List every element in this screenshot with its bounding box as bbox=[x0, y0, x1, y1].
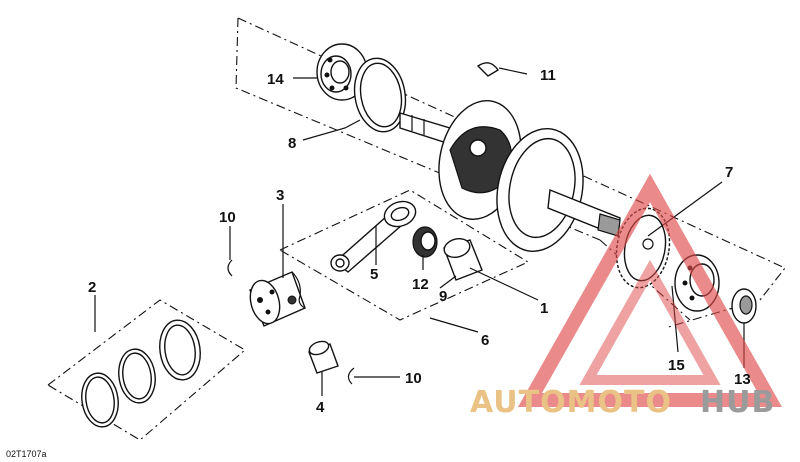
callout-14: 14 bbox=[267, 71, 284, 88]
callout-8: 8 bbox=[288, 135, 296, 152]
seal-ring-8 bbox=[353, 57, 407, 133]
callout-13: 13 bbox=[734, 371, 751, 388]
leader-lines bbox=[94, 67, 745, 396]
callout-7: 7 bbox=[725, 164, 733, 181]
callout-10a: 10 bbox=[219, 209, 236, 226]
callout-labels: 11 14 8 7 3 10 5 12 9 2 1 6 15 10 13 4 bbox=[88, 67, 751, 416]
piston-pin-4 bbox=[308, 340, 339, 374]
callout-12: 12 bbox=[412, 276, 429, 293]
callout-9: 9 bbox=[439, 288, 447, 305]
watermark: AUTOMOTO HUB bbox=[470, 173, 783, 420]
woodruff-key-11 bbox=[476, 62, 499, 77]
circlip-10-upper bbox=[227, 259, 233, 277]
callout-1: 1 bbox=[540, 300, 548, 317]
crank-pin-9 bbox=[443, 237, 483, 281]
watermark-brand-part2: HUB bbox=[700, 385, 775, 420]
watermark-triangle-icon bbox=[517, 173, 783, 407]
callout-10b: 10 bbox=[405, 370, 422, 387]
watermark-brand-part1: AUTOMOTO bbox=[470, 385, 672, 420]
piston-rings-2 bbox=[81, 319, 201, 428]
callout-4: 4 bbox=[316, 399, 325, 416]
connecting-rod-5 bbox=[330, 200, 417, 273]
callout-15: 15 bbox=[668, 357, 685, 374]
piston-3 bbox=[249, 271, 306, 327]
callout-11: 11 bbox=[540, 67, 556, 84]
seal-13 bbox=[731, 288, 757, 324]
needle-bearing-12 bbox=[412, 226, 438, 258]
callout-2: 2 bbox=[88, 279, 96, 296]
callout-6: 6 bbox=[481, 332, 489, 349]
circlip-10-lower bbox=[347, 367, 355, 385]
crankshaft-assembly bbox=[399, 100, 621, 252]
reference-code: 02T1707a bbox=[6, 449, 47, 459]
callout-3: 3 bbox=[276, 187, 284, 204]
callout-5: 5 bbox=[370, 266, 378, 283]
